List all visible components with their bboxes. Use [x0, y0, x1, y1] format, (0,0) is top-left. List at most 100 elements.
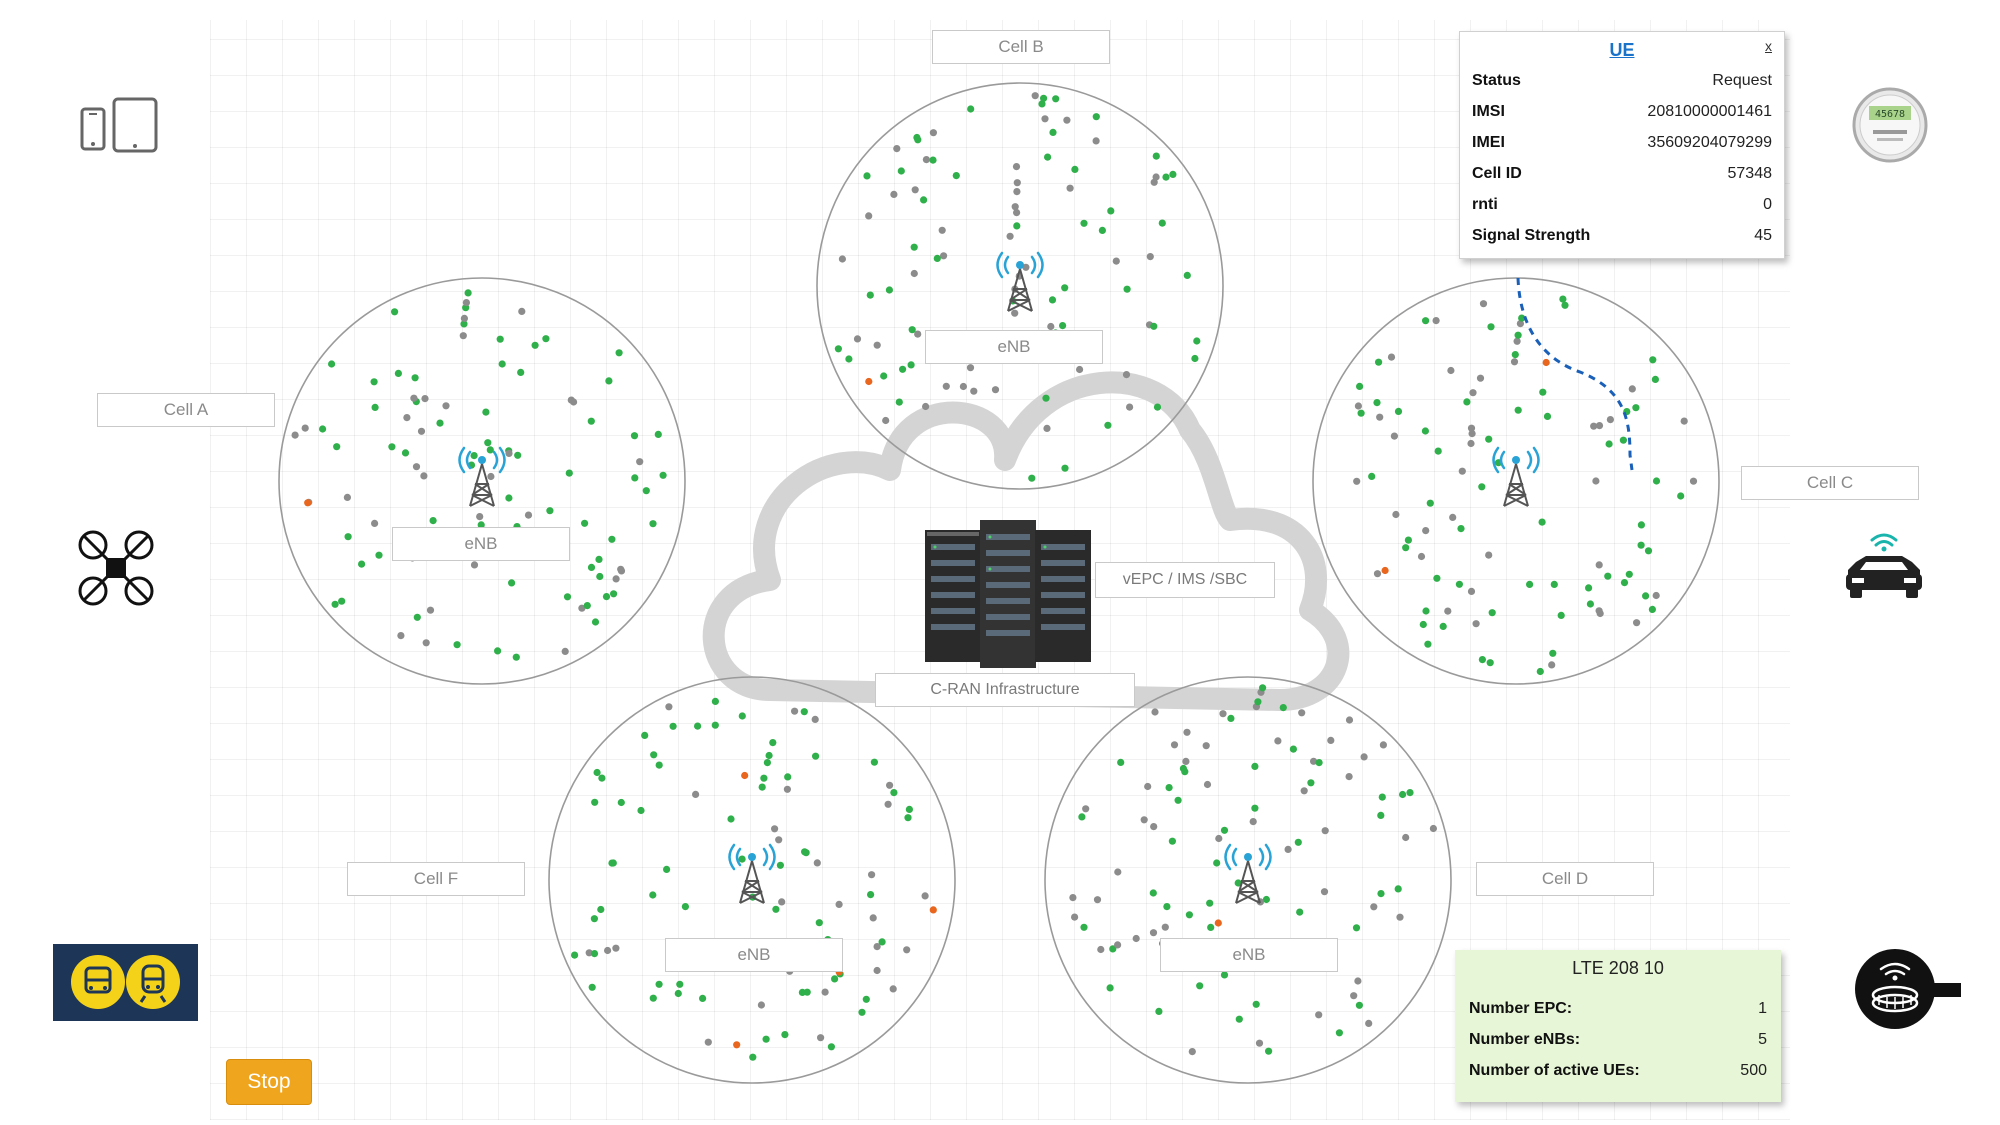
ue-dot[interactable]: [1080, 219, 1088, 227]
ue-dot[interactable]: [1052, 95, 1060, 103]
ue-dot[interactable]: [585, 949, 593, 957]
ue-dot[interactable]: [1255, 1039, 1264, 1047]
ue-dot[interactable]: [1485, 551, 1493, 559]
ue-dot[interactable]: [1214, 919, 1222, 927]
ue-dot[interactable]: [762, 1035, 770, 1043]
ue-dot[interactable]: [1485, 435, 1493, 443]
ue-dot[interactable]: [783, 785, 792, 793]
ue-dot[interactable]: [966, 364, 975, 372]
ue-dot[interactable]: [1472, 620, 1480, 628]
ue-dot[interactable]: [1183, 728, 1191, 736]
ue-dot[interactable]: [858, 1008, 866, 1016]
ue-dot[interactable]: [1399, 790, 1407, 799]
drone-icon[interactable]: [76, 528, 156, 608]
ue-dot[interactable]: [853, 335, 862, 343]
ue-dot[interactable]: [1168, 837, 1176, 845]
ue-dot[interactable]: [1169, 170, 1177, 178]
ue-dot[interactable]: [1422, 527, 1430, 535]
ue-dot[interactable]: [1387, 353, 1396, 361]
ue-dot[interactable]: [663, 865, 671, 874]
ue-dot[interactable]: [1202, 742, 1210, 750]
ue-dot[interactable]: [885, 286, 894, 294]
ue-dot[interactable]: [1585, 584, 1593, 592]
ue-dot[interactable]: [674, 989, 682, 998]
ue-dot[interactable]: [1011, 309, 1019, 317]
ue-dot[interactable]: [834, 345, 843, 353]
ue-dot[interactable]: [738, 855, 746, 863]
ue-dot[interactable]: [512, 653, 520, 661]
ue-dot[interactable]: [563, 593, 572, 601]
ue-dot[interactable]: [1158, 219, 1166, 227]
cell-tower-icon[interactable]: [1492, 446, 1540, 507]
ue-dot[interactable]: [1038, 100, 1046, 108]
ue-dot[interactable]: [464, 289, 472, 297]
ue-dot[interactable]: [1207, 923, 1215, 932]
ue-dot[interactable]: [436, 419, 444, 427]
ue-dot[interactable]: [1516, 320, 1524, 328]
ue-dot[interactable]: [411, 374, 419, 382]
ue-dot[interactable]: [903, 946, 911, 954]
ue-dot[interactable]: [301, 424, 309, 432]
ue-dot[interactable]: [878, 938, 886, 946]
ue-dot[interactable]: [470, 452, 478, 460]
ue-dot[interactable]: [784, 773, 792, 781]
ue-dot[interactable]: [1011, 203, 1019, 211]
ue-dot[interactable]: [904, 814, 912, 822]
ue-dot[interactable]: [655, 761, 663, 769]
ue-dot[interactable]: [890, 190, 898, 198]
ue-dot[interactable]: [631, 474, 639, 482]
ue-dot[interactable]: [403, 414, 411, 422]
ue-dot[interactable]: [591, 798, 599, 806]
ue-dot[interactable]: [1183, 271, 1191, 279]
ue-dot[interactable]: [505, 494, 513, 502]
ue-dot[interactable]: [567, 396, 575, 404]
ue-dot[interactable]: [1592, 477, 1600, 485]
ue-dot[interactable]: [598, 774, 606, 782]
ue-dot[interactable]: [1107, 207, 1115, 215]
ue-dot[interactable]: [388, 443, 396, 451]
ue-dot[interactable]: [821, 988, 829, 996]
ue-dot[interactable]: [505, 449, 513, 457]
ue-dot[interactable]: [922, 402, 930, 411]
ue-dot[interactable]: [1632, 404, 1640, 412]
ue-dot[interactable]: [1006, 232, 1014, 240]
ue-dot[interactable]: [617, 798, 625, 807]
ue-dot[interactable]: [991, 386, 1000, 394]
ue-dot[interactable]: [665, 703, 673, 711]
ue-dot[interactable]: [1378, 793, 1386, 801]
ue-dot[interactable]: [681, 903, 690, 911]
connected-car-icon[interactable]: [1842, 528, 1926, 600]
ue-dot[interactable]: [650, 751, 658, 759]
ue-dot[interactable]: [429, 517, 437, 525]
cell-tower-icon[interactable]: [458, 446, 506, 507]
ue-dot[interactable]: [391, 308, 399, 316]
ue-dot[interactable]: [863, 172, 871, 180]
ue-dot[interactable]: [1628, 385, 1636, 393]
ue-dot[interactable]: [1146, 253, 1154, 261]
ue-dot[interactable]: [413, 613, 421, 621]
ue-dot[interactable]: [1150, 823, 1158, 831]
ue-dot[interactable]: [1433, 574, 1441, 582]
ue-dot[interactable]: [1689, 477, 1698, 485]
ue-dot[interactable]: [517, 368, 525, 376]
ue-dot[interactable]: [1463, 398, 1471, 406]
ue-dot[interactable]: [1028, 474, 1036, 482]
ue-dot[interactable]: [1511, 351, 1519, 359]
ue-dot[interactable]: [1377, 890, 1385, 898]
ue-dot[interactable]: [959, 382, 968, 391]
ue-dot[interactable]: [1047, 322, 1055, 331]
cell-coverage-f[interactable]: [548, 676, 956, 1084]
ue-dot[interactable]: [738, 712, 746, 720]
ue-dot[interactable]: [1375, 358, 1383, 366]
ue-dot[interactable]: [1561, 301, 1569, 309]
ue-dot[interactable]: [1642, 592, 1650, 600]
ue-dot[interactable]: [470, 561, 479, 569]
ue-dot[interactable]: [1063, 116, 1071, 124]
ue-dot[interactable]: [1220, 971, 1229, 979]
ue-dot[interactable]: [524, 511, 533, 519]
ue-dot[interactable]: [1149, 929, 1158, 937]
ue-dot[interactable]: [1396, 913, 1404, 921]
ue-dot[interactable]: [882, 416, 890, 425]
ue-dot[interactable]: [1335, 1029, 1343, 1037]
ue-dot[interactable]: [676, 980, 684, 988]
